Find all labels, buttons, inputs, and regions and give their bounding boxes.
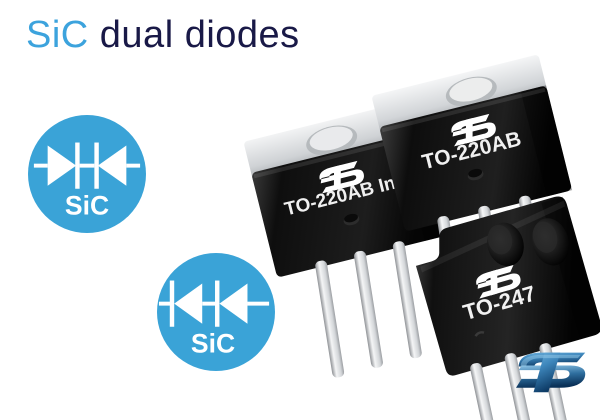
sic-badge-common-cathode: SiC	[28, 115, 146, 233]
st-logo-icon	[319, 160, 364, 194]
badge-label: SiC	[65, 190, 109, 220]
body-dimple	[474, 331, 485, 337]
st-logo-icon	[516, 352, 586, 393]
package-leads	[315, 241, 422, 378]
badge-circle	[28, 115, 146, 233]
badge-label: SiC	[191, 328, 235, 358]
page-title: SiC dual diodes	[26, 16, 300, 54]
package-body	[380, 86, 572, 231]
package-to220ab: TO-220AB	[372, 55, 580, 336]
mounting-hole-inner	[309, 126, 353, 151]
sic-badge-series: SiC	[157, 253, 275, 371]
page-title-main: dual diodes	[88, 14, 300, 56]
st-corner-logo	[516, 348, 588, 396]
mounting-hole-inner	[449, 77, 493, 102]
dual-diode-symbol-series	[158, 280, 270, 327]
dual-diode-symbol-common-cathode	[33, 142, 141, 189]
st-logo-icon	[476, 264, 521, 299]
package-to247: TO-247	[410, 196, 600, 420]
st-logo-icon	[451, 113, 496, 147]
page-title-accent: SiC	[26, 14, 89, 56]
